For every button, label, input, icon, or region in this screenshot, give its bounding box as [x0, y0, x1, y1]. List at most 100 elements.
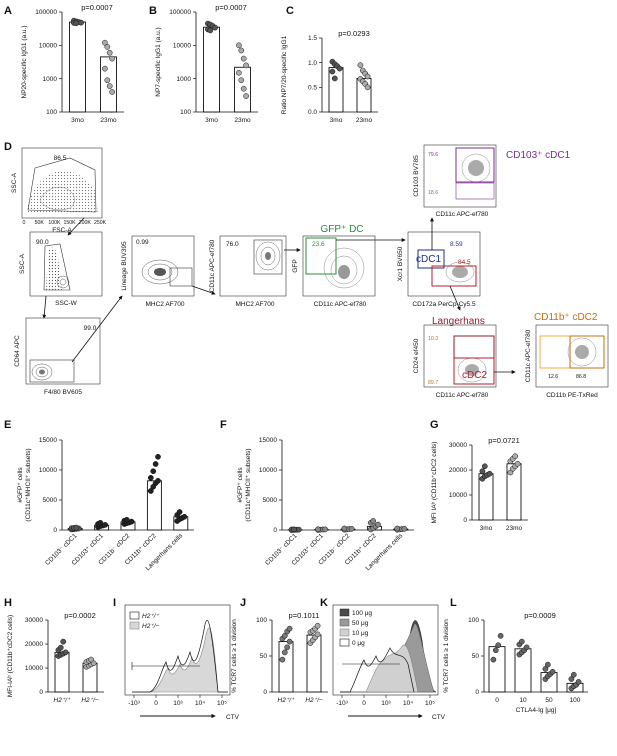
gating-arrow	[42, 295, 47, 319]
x-axis-label: CTLA4-Ig [μg]	[516, 707, 557, 714]
cdc1-gate	[417, 249, 445, 269]
cdc2-gate	[453, 357, 495, 385]
panel-letter-a: A	[4, 5, 12, 17]
flow-contour	[567, 337, 597, 367]
y-tick-label: 30000	[25, 617, 43, 624]
y-tick-label: 50	[260, 653, 268, 660]
y-axis-label: #GFP⁺ cells	[17, 467, 24, 503]
data-point	[348, 525, 355, 532]
hist-h2-wt	[132, 619, 228, 693]
cd103-cdc1-label: CD103⁺ cDC1	[506, 150, 571, 161]
flow-ylabel: CD24 ef450	[413, 338, 420, 373]
y-axis-label: #GFP⁺ cells	[237, 467, 244, 503]
cd11b-cdc2-label: CD11b⁺ cDC2	[534, 312, 598, 323]
flow-xlabel: CD11c APC-ef780	[436, 392, 489, 399]
data-point	[150, 468, 157, 475]
data-point	[176, 509, 183, 515]
data-point	[62, 649, 69, 656]
panel-letter-l: L	[450, 597, 457, 609]
flow-plot-cd11b: 12.6 86.8 CD11b PE-TxRed CD11c APC-ef780	[525, 324, 609, 399]
y-tick-label: 0	[53, 527, 57, 534]
cd11b-pos-gate	[569, 335, 605, 369]
data-point	[78, 19, 84, 26]
hist-xlabel: CTV	[226, 714, 240, 721]
panel-letter-e: E	[4, 419, 11, 431]
flow-contour	[330, 255, 358, 285]
x-tick-label: H2⁺/⁺	[54, 697, 72, 704]
flow-xlabel: F4/80 BV605	[44, 389, 82, 396]
flow-contour	[39, 369, 45, 375]
data-point	[73, 524, 80, 531]
x-tick-label: 23mo	[506, 525, 523, 532]
p-value: p=0.0007	[215, 3, 247, 12]
data-point	[512, 453, 519, 460]
flow-ylabel: CD64 APC	[14, 335, 21, 367]
data-point	[518, 638, 525, 645]
flow-ylabel: CD103 BV785	[413, 155, 420, 197]
data-point	[155, 453, 161, 460]
legend-swatch	[339, 608, 350, 617]
data-point	[88, 656, 95, 663]
flow-xlabel: MHC2 AF700	[145, 301, 184, 308]
hist-tick-label: 10³	[381, 700, 391, 707]
gate-pct: 79.6	[428, 152, 438, 158]
data-point	[394, 525, 401, 532]
y-tick-label: 0.0	[308, 109, 317, 116]
flow-ylabel: SSC-A	[11, 172, 18, 193]
flow-gate	[305, 237, 337, 275]
y-tick-label: 100	[180, 109, 191, 116]
y-tick-label: 100000	[169, 9, 191, 16]
panel-letter-b: B	[149, 5, 157, 17]
flow-plot-frame	[25, 317, 101, 385]
fsc-tick-label: 100K	[48, 220, 61, 226]
gate-pct: 8.59	[450, 241, 463, 248]
panel-letter-j: J	[240, 597, 246, 609]
y-axis-label: MFI-IAᵇ (CD11b⁺cDC2 cells)	[7, 615, 14, 697]
y-tick-label: 10000	[39, 467, 57, 474]
data-point	[375, 521, 381, 528]
cd103-gate	[455, 147, 495, 183]
y-tick-label: 1.5	[308, 35, 317, 42]
data-point	[329, 68, 336, 75]
flow-contour	[575, 345, 589, 359]
data-point	[497, 632, 504, 639]
bar	[328, 67, 344, 113]
p-value: p=0.0721	[488, 436, 520, 445]
gate-pct: 76.0	[226, 241, 239, 248]
x-tick-label: 23mo	[356, 117, 373, 124]
x-tick-label: 3mo	[205, 117, 218, 124]
gate-pct: 84.5	[458, 259, 471, 266]
y-tick-label: 10000	[39, 43, 57, 50]
flow-plot-frame	[219, 235, 287, 297]
flow-ylabel: Lineage BUV395	[121, 241, 128, 291]
data-point	[243, 62, 249, 69]
hist-tick-label: 10⁵	[425, 700, 435, 707]
p-value: p=0.1011	[289, 611, 320, 620]
flow-ylabel: GFP	[292, 259, 299, 272]
data-point	[314, 631, 321, 638]
legend-entry: 100 μg	[352, 610, 372, 617]
flow-contour	[445, 261, 475, 283]
gating-arrow	[67, 217, 85, 236]
flow-contour	[39, 186, 75, 211]
x-tick-label: H2⁺/−	[305, 697, 323, 704]
y-tick-label: 5000	[43, 497, 58, 504]
flow-plot-frame	[423, 324, 497, 388]
y-axis-label: Ratio NP7/20-specific IgG1	[281, 35, 288, 114]
y-tick-label: 15000	[39, 437, 57, 444]
gate-pct: 99.0	[84, 325, 97, 332]
gate-pct: 18.6	[428, 190, 438, 196]
y-tick-label: 0	[263, 689, 267, 696]
fsc-tick-label: 0	[23, 220, 26, 226]
y-tick-label: 100	[468, 617, 479, 624]
data-point	[152, 461, 159, 467]
flow-plot-frame	[423, 144, 497, 208]
data-point	[128, 518, 135, 525]
legend-entry: 0 μg	[352, 640, 365, 647]
data-point	[281, 632, 288, 639]
flow-contour	[260, 246, 276, 266]
y-tick-label: 15000	[259, 437, 277, 444]
